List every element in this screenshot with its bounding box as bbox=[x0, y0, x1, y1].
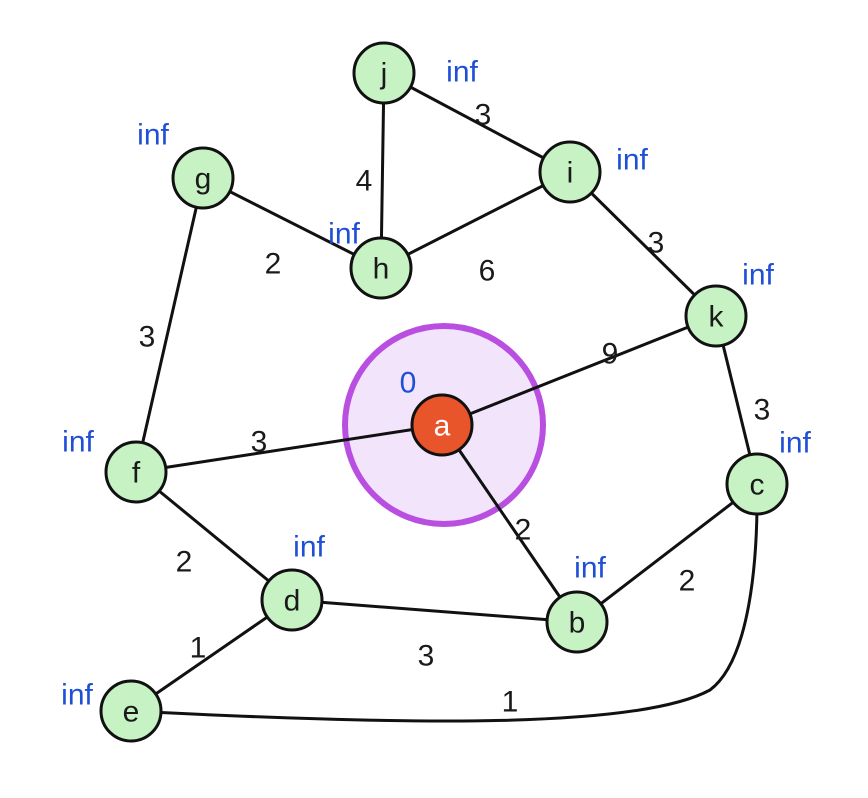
node-label-e: e bbox=[123, 696, 140, 729]
edge-e-c bbox=[130, 483, 759, 723]
edge-weight-g-h: 2 bbox=[265, 248, 282, 281]
node-label-d: d bbox=[284, 585, 301, 618]
edge-weights-layer: 3 4 2 6 3 3 9 3 2 3 2 3 2 1 1 bbox=[139, 99, 771, 719]
node-label-i: i bbox=[567, 157, 574, 190]
edge-g-f bbox=[134, 177, 205, 473]
nodes-layer: a b c d e f g h i j k bbox=[99, 41, 789, 743]
distance-labels-layer: 0 inf inf inf inf inf inf inf inf inf inf bbox=[61, 56, 811, 712]
node-e bbox=[99, 679, 163, 743]
node-c bbox=[725, 452, 789, 516]
edge-weight-e-c: 1 bbox=[502, 686, 519, 719]
edge-h-i bbox=[380, 170, 571, 270]
node-k bbox=[684, 284, 748, 348]
edge-weight-i-k: 3 bbox=[648, 227, 665, 260]
edge-a-f bbox=[135, 423, 443, 474]
edge-a-k bbox=[441, 314, 717, 427]
distance-label-k: inf bbox=[742, 259, 774, 292]
node-label-a: a bbox=[434, 410, 451, 443]
distance-label-e: inf bbox=[61, 679, 93, 712]
edge-a-b bbox=[440, 424, 579, 623]
edge-j-h bbox=[379, 72, 386, 269]
node-label-j: j bbox=[380, 58, 388, 91]
node-label-b: b bbox=[569, 607, 586, 640]
edges-layer bbox=[130, 71, 759, 723]
node-f bbox=[104, 440, 168, 504]
node-g bbox=[171, 146, 235, 210]
distance-label-g: inf bbox=[137, 119, 169, 152]
node-label-g: g bbox=[195, 163, 212, 196]
node-i bbox=[538, 140, 602, 204]
node-d bbox=[260, 568, 324, 632]
edge-i-k bbox=[568, 170, 718, 318]
distance-label-d: inf bbox=[293, 531, 325, 564]
node-a bbox=[410, 393, 474, 457]
edge-weight-f-d: 2 bbox=[176, 546, 193, 579]
distance-label-b: inf bbox=[574, 552, 606, 585]
edge-weight-j-h: 4 bbox=[356, 165, 373, 198]
edge-weight-a-f: 3 bbox=[251, 426, 268, 459]
edge-b-c bbox=[576, 482, 758, 624]
node-j bbox=[352, 41, 416, 105]
node-label-k: k bbox=[709, 301, 725, 334]
edge-d-e bbox=[130, 598, 293, 713]
node-h bbox=[349, 236, 413, 300]
distance-label-f: inf bbox=[62, 426, 94, 459]
node-label-f: f bbox=[132, 457, 141, 490]
edge-weight-g-f: 3 bbox=[139, 321, 156, 354]
edge-weight-j-i: 3 bbox=[475, 99, 492, 132]
node-label-h: h bbox=[373, 253, 390, 286]
node-b bbox=[545, 590, 609, 654]
edge-f-d bbox=[135, 470, 293, 602]
edge-d-b bbox=[291, 598, 578, 624]
distance-label-c: inf bbox=[779, 427, 811, 460]
distance-label-i: inf bbox=[616, 144, 648, 177]
distance-label-j: inf bbox=[446, 56, 478, 89]
edge-weight-a-k: 9 bbox=[602, 338, 619, 371]
node-label-c: c bbox=[750, 469, 765, 502]
edge-weight-d-e: 1 bbox=[190, 632, 207, 665]
edge-weight-a-b: 2 bbox=[515, 514, 532, 547]
distance-label-a: 0 bbox=[400, 367, 417, 400]
edge-weight-b-c: 2 bbox=[679, 565, 696, 598]
edge-weight-h-i: 6 bbox=[479, 255, 496, 288]
edge-j-i bbox=[383, 71, 571, 174]
edge-weight-k-c: 3 bbox=[754, 394, 771, 427]
edge-weight-d-b: 3 bbox=[418, 640, 435, 673]
edge-g-h bbox=[202, 176, 382, 270]
distance-label-h: inf bbox=[328, 218, 360, 251]
